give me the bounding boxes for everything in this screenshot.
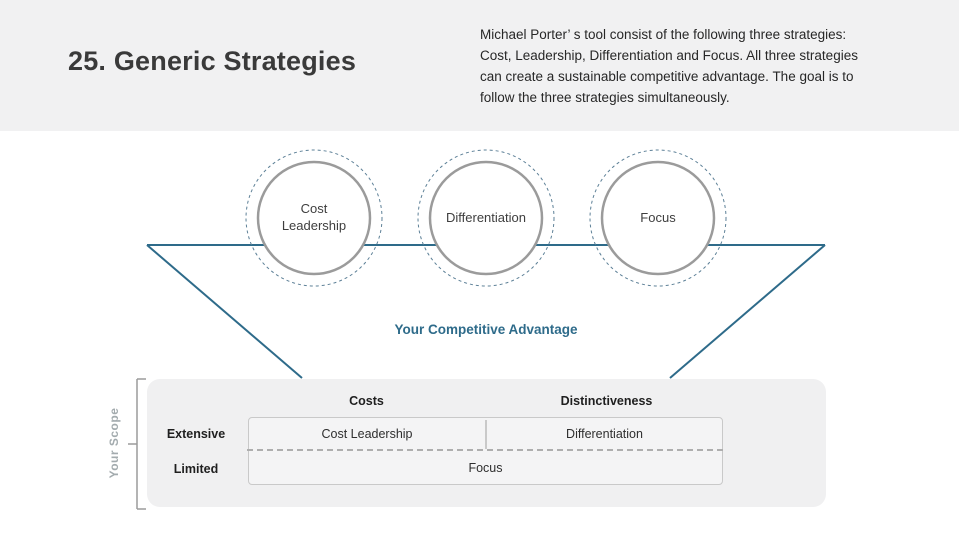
- strategy-circle-label-cost-leadership: Cost Leadership: [281, 201, 347, 233]
- column-header-costs: Costs: [349, 394, 384, 408]
- strategy-circle-label-focus: Focus: [640, 209, 676, 225]
- funnel-caption: Your Competitive Advantage: [394, 322, 578, 337]
- circle-inner: [256, 160, 372, 276]
- circle-outer-dashed: [589, 149, 727, 287]
- intro-line: can create a sustainable competitive adv…: [480, 69, 854, 84]
- matrix-cell-differentiation: Differentiation: [566, 426, 643, 441]
- circle-outer-dashed: [245, 149, 383, 287]
- intro-line: Michael Porter’ s tool consist of the fo…: [480, 27, 847, 42]
- intro-paragraph: Michael Porter’ s tool consist of the fo…: [480, 24, 920, 108]
- circle-inner: [428, 160, 544, 276]
- grid-vertical-divider: [485, 420, 487, 449]
- row-label-limited: Limited: [173, 462, 219, 476]
- matrix-cell-focus: Focus: [468, 460, 503, 475]
- funnel-right-slant: [669, 244, 826, 379]
- funnel-left-slant: [146, 244, 303, 379]
- header-band: 25. Generic Strategies Michael Porter’ s…: [0, 0, 959, 131]
- intro-line: follow the three strategies simultaneous…: [480, 90, 730, 105]
- strategy-circle-label-differentiation: Differentiation: [446, 209, 526, 225]
- scope-bracket: [128, 378, 146, 510]
- circle-outer-dashed: [417, 149, 555, 287]
- intro-line: Cost, Leadership, Differentiation and Fo…: [480, 48, 858, 63]
- bracket-shape: [128, 378, 146, 510]
- matrix-grid: Cost Leadership Differentiation Focus: [247, 417, 723, 485]
- scope-axis-label: Your Scope: [107, 407, 121, 479]
- matrix-cell-cost-leadership: Cost Leadership: [321, 426, 413, 441]
- column-header-distinctiveness: Distinctiveness: [560, 394, 653, 408]
- row-label-extensive: Extensive: [166, 427, 226, 441]
- circle-inner: [600, 160, 716, 276]
- page-title: 25. Generic Strategies: [68, 46, 357, 76]
- grid-dashed-divider: [247, 449, 723, 451]
